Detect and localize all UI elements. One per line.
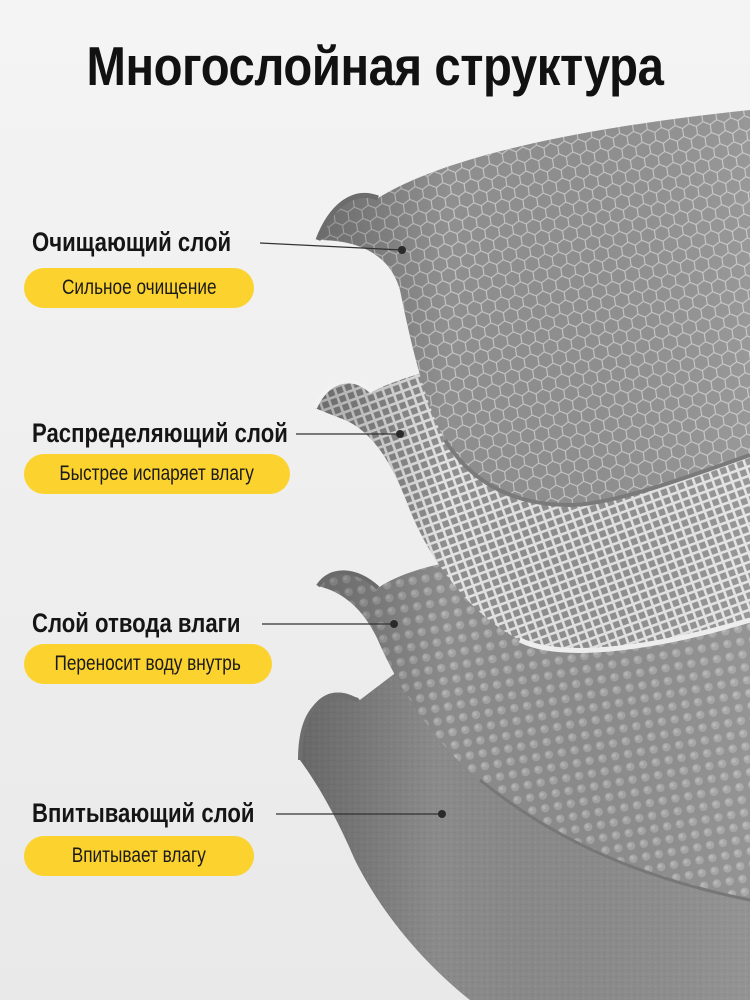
leader-line-4 [276, 810, 446, 818]
layer-3-description: Переносит воду внутрь [54, 652, 242, 675]
layer-1-description-badge: Сильное очищение [24, 268, 254, 308]
leader-line-3 [262, 620, 398, 628]
layer-4-description: Впитывает влагу [71, 844, 207, 867]
layer-3-description-badge: Переносит воду внутрь [24, 644, 272, 684]
layer-3-name: Слой отвода влаги [32, 608, 241, 638]
layer-1-name: Очищающий слой [32, 227, 232, 257]
layer-4-description-badge: Впитывает влагу [24, 836, 254, 876]
layer-2-description: Быстрее испаряет влагу [59, 462, 255, 485]
layer-1-description: Сильное очищение [61, 276, 217, 299]
cleaning-layer-sheet [315, 110, 750, 508]
layer-2-description-badge: Быстрее испаряет влагу [24, 454, 290, 494]
layer-2-name: Распределяющий слой [32, 418, 288, 448]
layer-4-name: Впитывающий слой [32, 798, 255, 828]
leader-line-2 [296, 430, 404, 438]
page-title: Многослойная структура [86, 35, 664, 97]
leader-line-1 [259, 242, 406, 254]
